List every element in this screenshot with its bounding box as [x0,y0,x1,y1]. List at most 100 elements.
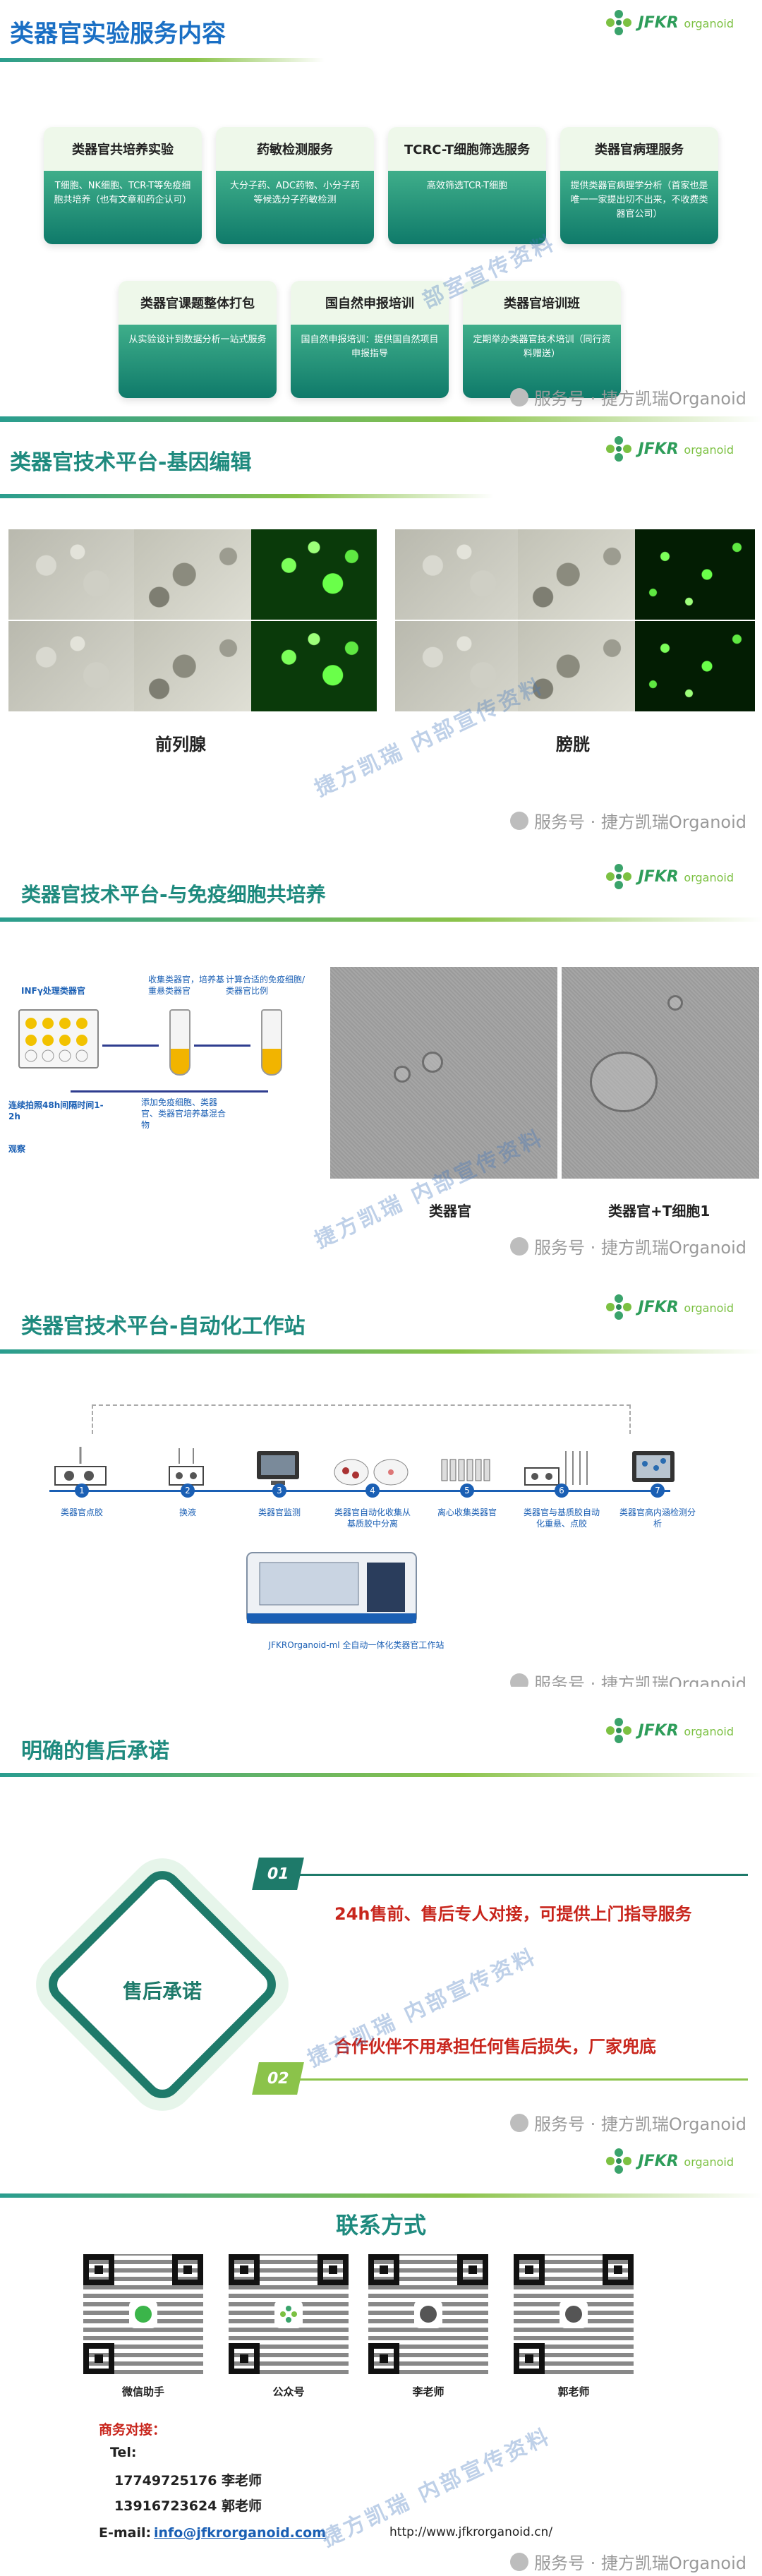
contact-section: JFKR organoid 联系方式 微信助手 公众号 李老师 郭老师 商务对接… [0,2138,762,2576]
resuspend-icon [522,1444,588,1493]
step-label: 观察 [8,1144,26,1154]
promise-badge-02: 02 [252,2062,304,2095]
services-title: 类器官实验服务内容 [10,20,226,48]
service-card-pathology[interactable]: 类器官病理服务 提供类器官病理学分析（首家也是唯一一家提出切不出来，不收费类器官… [560,127,718,244]
services-section: 类器官实验服务内容 JFKR organoid 类器官共培养实验 T细胞、NK细… [0,0,762,416]
card-title: TCRC-T细胞筛选服务 [388,127,546,171]
logo-brand: JFKR [638,13,679,32]
step-number: 2 [181,1483,195,1498]
title-underline [0,494,494,498]
qr-code-wechat-assistant[interactable] [79,2250,207,2378]
logo-sub: organoid [684,1301,734,1315]
watermark-footer-text: 服务号 · 捷方凯瑞Organoid [534,1674,746,1687]
micrograph-brightfield [395,529,521,620]
micrograph-brightfield [8,529,134,620]
process-line [49,1490,670,1492]
micrograph-brightfield [518,621,643,711]
logo-icon [605,864,631,889]
brand-logo: JFKR organoid [603,1292,734,1323]
caption-prostate: 前列腺 [155,735,206,754]
collection-icon [332,1444,409,1493]
aftersales-section: 明确的售后承诺 JFKR organoid 售后承诺 01 24h售前、售后专人… [0,1687,762,2138]
brand-logo: JFKR organoid [603,861,734,892]
wechat-icon [129,2300,157,2328]
step-number: 6 [555,1483,569,1498]
service-card-package[interactable]: 类器官课题整体打包 从实验设计到数据分析一站式服务 [119,281,277,398]
logo-brand: JFKR [638,2152,679,2170]
well-plate-icon [18,1009,99,1069]
wechat-icon [510,1236,529,1256]
imaging-icon [628,1447,684,1496]
micrograph-fluorescence [635,529,755,620]
brand-logo: JFKR organoid [603,7,734,38]
service-card-coculture[interactable]: 类器官共培养实验 T细胞、NK细胞、TCR-T等免疫细胞共培养（也有文章和药企认… [44,127,202,244]
micrograph-organoid [330,967,557,1179]
gene-title: 类器官技术平台-基因编辑 [10,450,252,475]
caption-organoid: 类器官 [429,1203,471,1220]
card-desc: T细胞、NK细胞、TCR-T等免疫细胞共培养（也有文章和药企认可） [44,171,202,244]
step-number: 1 [75,1483,89,1498]
micrograph-brightfield [395,621,521,711]
machine-caption: JFKROrganoid-ml 全自动一体化类器官工作站 [268,1640,445,1650]
title-underline [0,2193,762,2198]
step-label: 类器官自动化收集从基质胶中分离 [334,1507,411,1529]
wechat-icon [510,1673,529,1687]
step-label: 连续拍照48h间隔时间1-2h [8,1100,104,1121]
title-underline [0,917,762,922]
loop-line [92,1404,631,1434]
title-underline [0,1773,762,1777]
workstation-section: 类器官技术平台-自动化工作站 JFKR organoid 1 2 3 4 5 6… [0,1263,762,1687]
step-label: 收集类器官，培养基重悬类器官 [148,975,225,996]
title-underline [0,1349,762,1354]
service-card-nsfc[interactable]: 国自然申报培训 国自然申报培训：提供国自然项目申报指导 [291,281,449,398]
logo-brand: JFKR [638,1298,679,1316]
card-desc: 高效筛选TCR-T细胞 [388,171,546,244]
logo-brand: JFKR [638,1721,679,1740]
coculture-section: 类器官技术平台-与免疫细胞共培养 JFKR organoid INFγ处理类器官… [0,833,762,1263]
wechat-icon [414,2300,442,2328]
logo-sub: organoid [684,443,734,457]
qr-code-teacher-li[interactable] [364,2250,492,2378]
card-title: 国自然申报培训 [291,281,449,325]
gene-editing-section: 类器官技术平台-基因编辑 JFKR organoid 前列腺 膀胱 捷方凯瑞 内… [0,416,762,833]
watermark-footer: 服务号 · 捷方凯瑞Organoid [510,385,746,409]
promise-badge-01: 01 [252,1858,304,1890]
card-title: 类器官病理服务 [560,127,718,171]
centrifuge-icon [437,1455,494,1505]
service-card-tcrt[interactable]: TCRC-T细胞筛选服务 高效筛选TCR-T细胞 [388,127,546,244]
step-label: 类器官点胶 [60,1507,103,1517]
service-card-training[interactable]: 类器官培训班 定期举办类器官技术培训（同行资料赠送） [463,281,621,398]
step-label: 添加免疫细胞、类器官、类器官培养基混合物 [141,1097,226,1130]
email-label: E-mail: [99,2525,152,2541]
watermark-footer-text: 服务号 · 捷方凯瑞Organoid [534,2114,746,2134]
service-card-drug[interactable]: 药敏检测服务 大分子药、ADC药物、小分子药等候选分子药敏检测 [216,127,374,244]
monitor-icon [250,1447,306,1496]
logo-icon [605,436,631,462]
phone-li[interactable]: 17749725176 李老师 [114,2473,262,2488]
wechat-icon [510,811,529,830]
card-desc: 大分子药、ADC药物、小分子药等候选分子药敏检测 [216,171,374,244]
card-desc: 从实验设计到数据分析一站式服务 [119,325,277,398]
step-number: 7 [651,1483,665,1498]
step-label: 类器官监测 [258,1507,301,1517]
phone-guo[interactable]: 13916723624 郭老师 [114,2498,262,2514]
email-link[interactable]: info@jfkrorganoid.com [154,2525,327,2541]
tube-icon [169,1009,190,1076]
qr-code-teacher-guo[interactable] [509,2250,638,2378]
watermark-footer-text: 服务号 · 捷方凯瑞Organoid [534,812,746,832]
qr-code-official-account[interactable] [224,2250,353,2378]
wechat-icon [510,2113,529,2132]
watermark-footer: 服务号 · 捷方凯瑞Organoid [510,2549,746,2574]
wechat-icon [560,2300,588,2328]
logo-icon [605,1294,631,1320]
step-number: 3 [272,1483,286,1498]
coculture-title: 类器官技术平台-与免疫细胞共培养 [21,883,326,906]
section-divider [0,416,762,422]
micrograph-brightfield [8,621,134,711]
caption-bladder: 膀胱 [556,735,590,754]
website-link[interactable]: http://www.jfkrorganoid.cn/ [389,2525,553,2539]
flow-arrow [194,1045,250,1047]
caption-organoid-tcell: 类器官+T细胞1 [608,1203,710,1220]
wechat-icon [510,2552,529,2571]
watermark-footer-text: 服务号 · 捷方凯瑞Organoid [534,2553,746,2573]
